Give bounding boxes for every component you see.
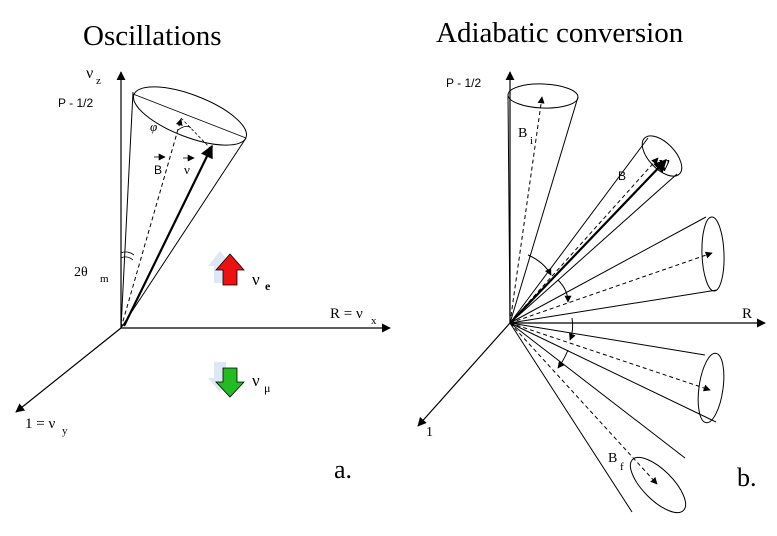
nu-e-up-arrow — [208, 251, 245, 286]
neutrino-vector — [123, 144, 213, 327]
panel-b-letter: b. — [737, 463, 757, 492]
phi-arc — [177, 126, 192, 131]
z-axis-subscript: z — [96, 75, 101, 87]
b-field-vector — [120, 118, 183, 329]
nu-mu-subscript: μ — [264, 381, 270, 395]
nu-label-b: ν — [659, 151, 670, 177]
panel-b: Adiabatic conversion P - 1/2 R 1 B i B ν — [417, 17, 766, 514]
x-axis-label: R = ν — [330, 306, 363, 322]
y-axis — [15, 327, 122, 413]
nu-e-symbol: ν — [252, 270, 260, 289]
mixing-angle-label: 2θ — [74, 265, 88, 280]
nu-vector-label: ν — [184, 162, 190, 177]
down-arrow-icon — [215, 367, 245, 398]
precession-radius — [180, 117, 213, 151]
b-depth-axis — [417, 322, 511, 427]
neutrino-vector-b — [511, 159, 667, 322]
phi-label: φ — [150, 119, 157, 134]
p-label-a: P - 1/2 — [58, 96, 93, 110]
z-axis-symbol: ν — [86, 65, 93, 82]
cone-final — [509, 322, 687, 514]
cone-diameter — [132, 93, 247, 139]
nu-mu-symbol: ν — [252, 371, 260, 390]
b-final-subscript: f — [620, 461, 624, 473]
cone-initial — [507, 83, 579, 324]
panel-a-letter: a. — [334, 455, 352, 484]
panel-a: Oscillations ν z P - 1/2 φ B ν 2θ m R = … — [15, 20, 391, 484]
rotation-arrow-3 — [569, 317, 576, 341]
cone-mid-lower — [509, 322, 725, 424]
up-arrow-icon — [215, 253, 245, 286]
mixing-angle-subscript: m — [100, 273, 109, 285]
y-axis-label: 1 = ν — [25, 416, 55, 432]
rotation-arrow-4 — [557, 349, 569, 369]
x-axis-subscript: x — [371, 315, 377, 327]
axis-r-label: R — [742, 306, 752, 322]
cone-edge-left — [120, 91, 134, 329]
b-final-label: B — [608, 451, 617, 466]
cone-mid-upper — [509, 135, 683, 324]
b-initial-subscript: i — [530, 135, 533, 147]
nu-e-subscript: e — [265, 279, 271, 293]
mixing-angle-arc — [120, 251, 135, 256]
rotation-arrow-2 — [557, 279, 572, 303]
cone-edge-right — [120, 137, 247, 329]
b-initial-label: B — [518, 126, 527, 141]
panel-b-title: Adiabatic conversion — [436, 17, 684, 49]
mixing-angle-arc-2 — [120, 256, 134, 261]
y-axis-subscript: y — [62, 425, 68, 437]
b-mid-label: B — [618, 169, 626, 183]
p-label-b: P - 1/2 — [446, 76, 481, 90]
axis-1-label: 1 — [426, 425, 433, 440]
b-vector-label: B — [154, 163, 162, 177]
cone-mid-right — [509, 216, 725, 324]
nu-mu-down-arrow — [208, 362, 245, 398]
panel-a-title: Oscillations — [83, 20, 222, 52]
rotation-arrow-1 — [527, 254, 552, 276]
